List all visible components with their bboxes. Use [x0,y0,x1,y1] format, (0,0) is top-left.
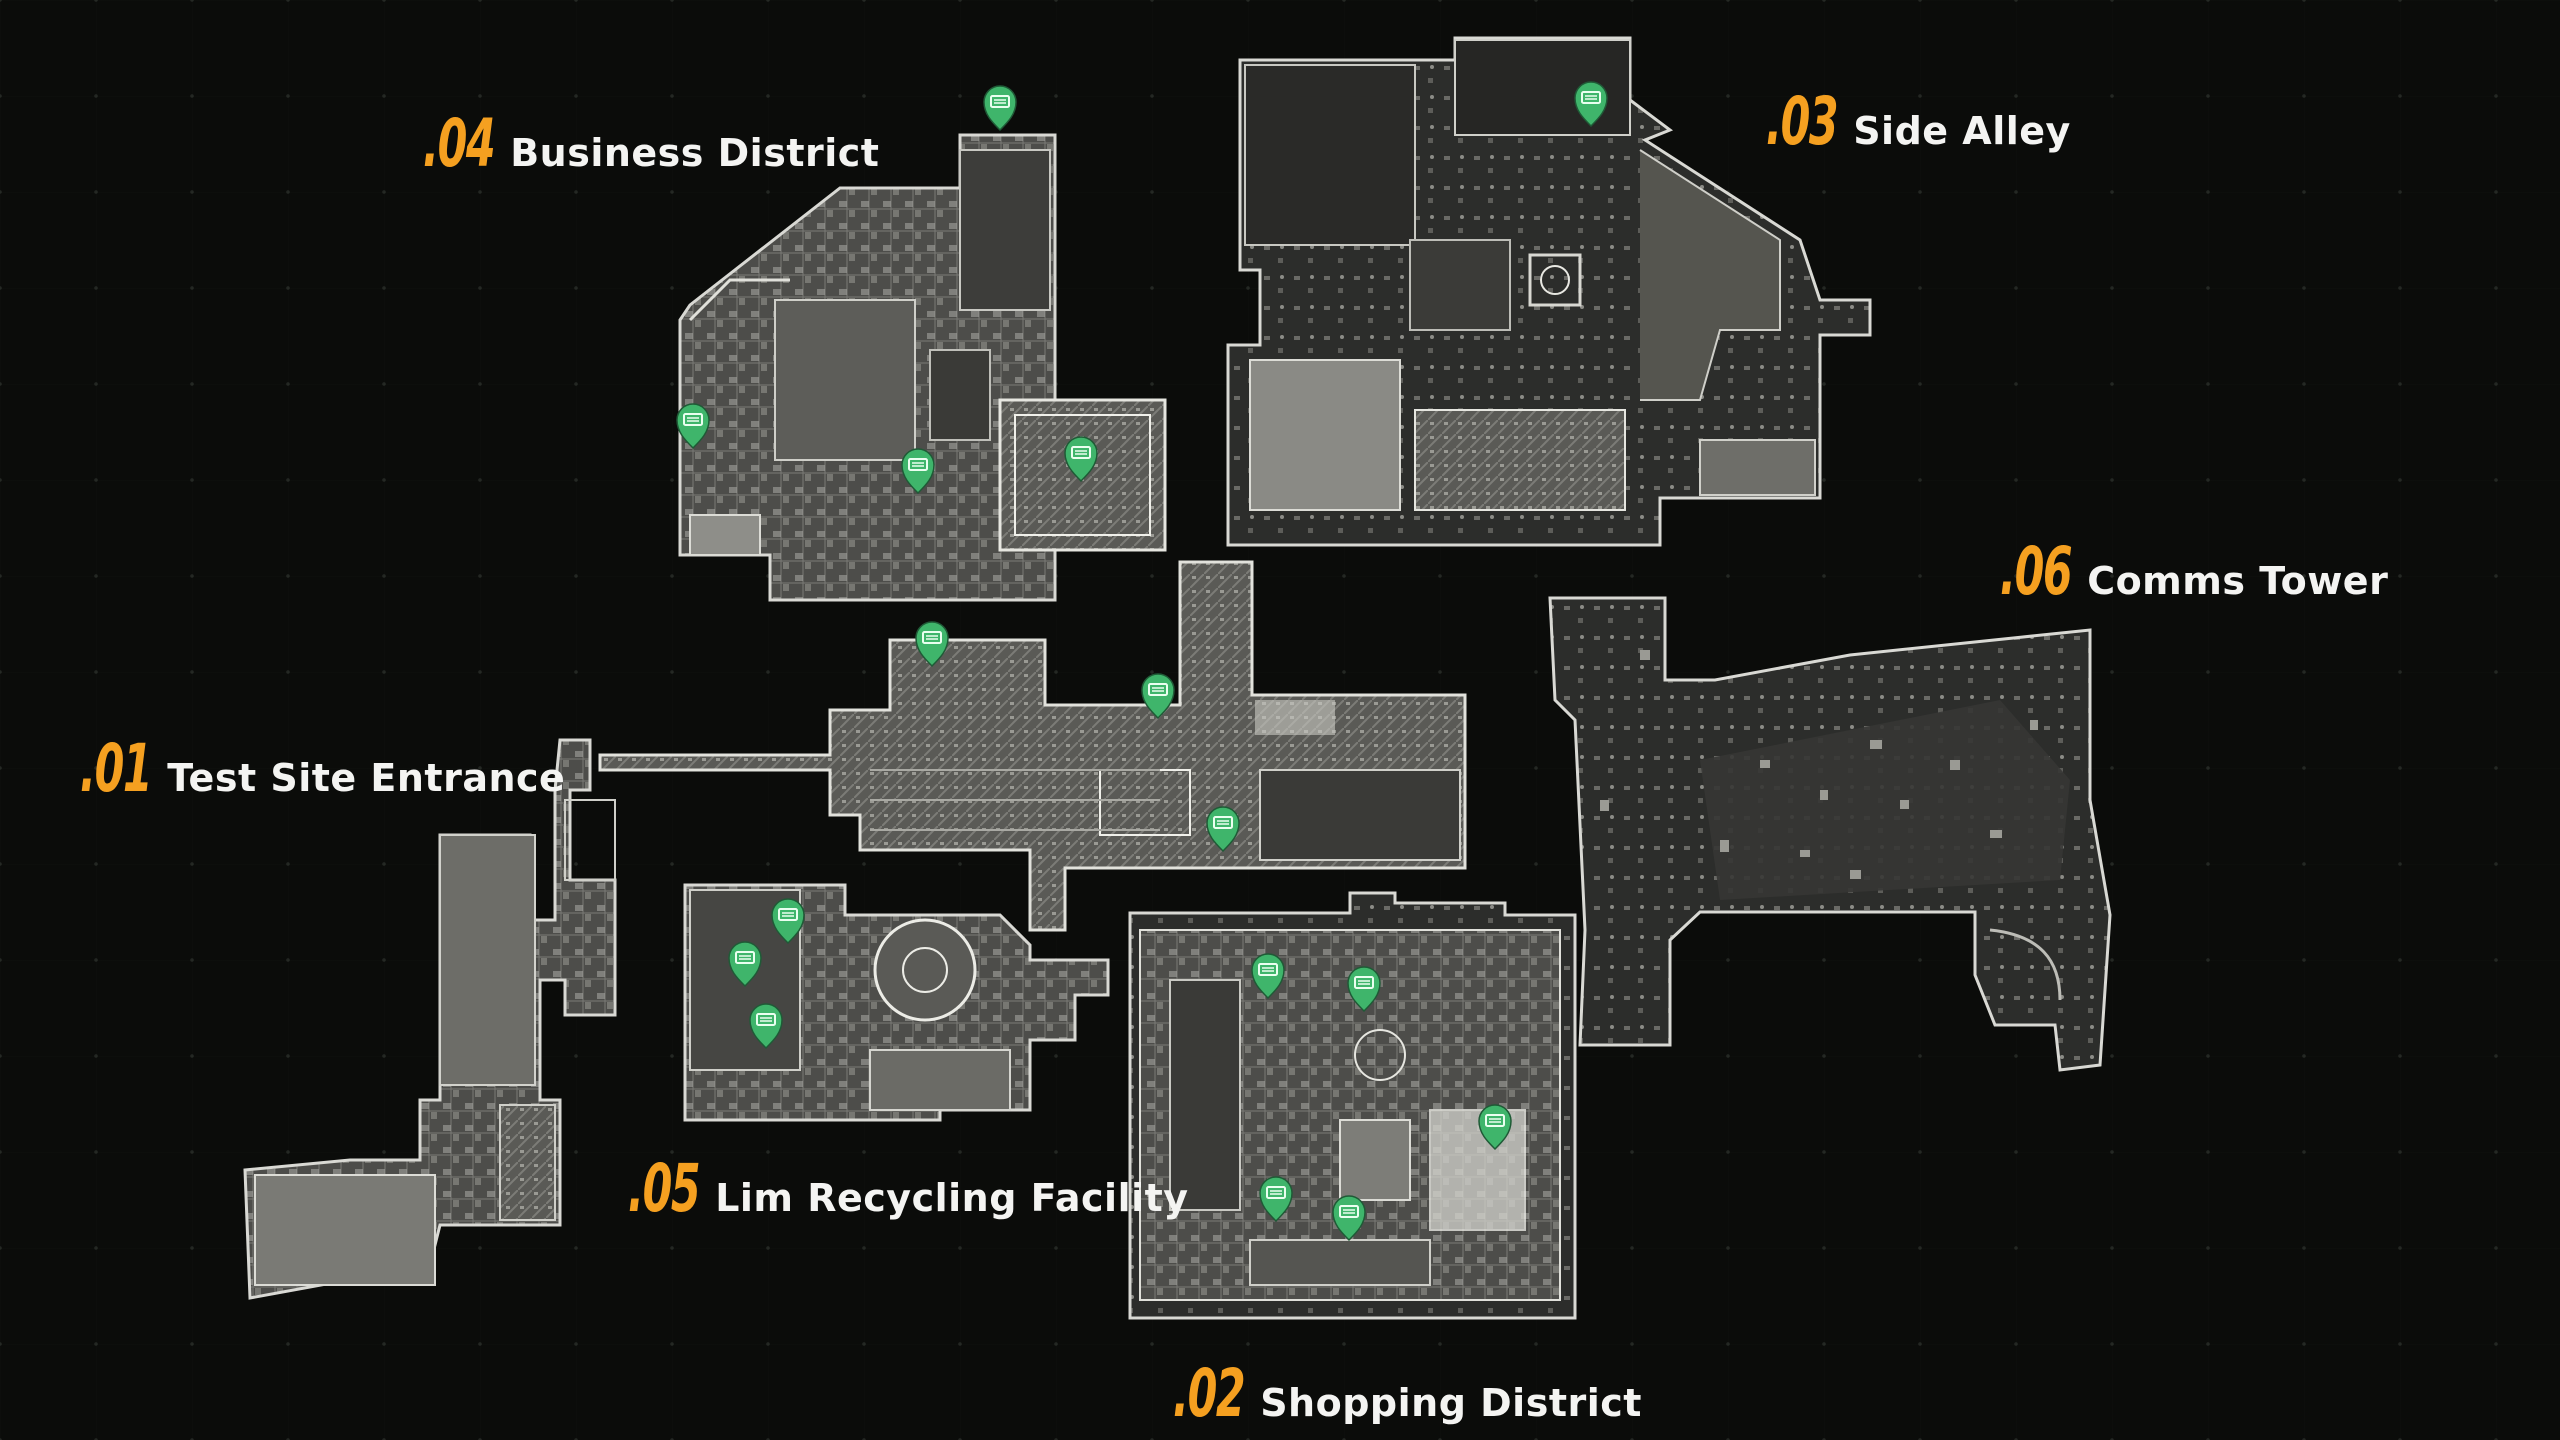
zone-name: Shopping District [1260,1381,1642,1425]
zone-label-03[interactable]: .03 Side Alley [1738,83,2071,160]
map-area-central-plaza[interactable] [598,560,1467,932]
map-area-lim-recycling-facility[interactable] [683,883,1110,1122]
map-area-test-site-entrance[interactable] [243,738,617,1300]
zone-label-04[interactable]: .04 Business District [395,105,879,182]
map-area-side-alley[interactable] [1226,36,1872,547]
zone-name: Comms Tower [2087,559,2389,603]
zone-name: Business District [510,131,880,175]
map-area-business-district[interactable] [678,133,1167,602]
gold-marker-business-1[interactable] [983,85,1017,131]
zone-number: .06 [1999,533,2073,610]
map-area-comms-tower[interactable] [1548,596,2112,1072]
zone-number: .02 [1172,1355,1246,1432]
zone-number: .03 [1765,83,1839,160]
zone-number: .04 [422,105,496,182]
zone-label-01[interactable]: .01 Test Site Entrance [52,730,565,807]
zone-label-02[interactable]: .02 Shopping District [1145,1355,1642,1432]
zone-name: Side Alley [1853,109,2071,153]
zone-name: Test Site Entrance [167,756,566,800]
map-area-shopping-district[interactable] [1128,891,1577,1320]
zone-name: Lim Recycling Facility [715,1176,1189,1220]
zone-number: .05 [627,1150,701,1227]
zone-number: .01 [79,730,153,807]
zone-label-06[interactable]: .06 Comms Tower [1972,533,2388,610]
zone-label-05[interactable]: .05 Lim Recycling Facility [600,1150,1189,1227]
